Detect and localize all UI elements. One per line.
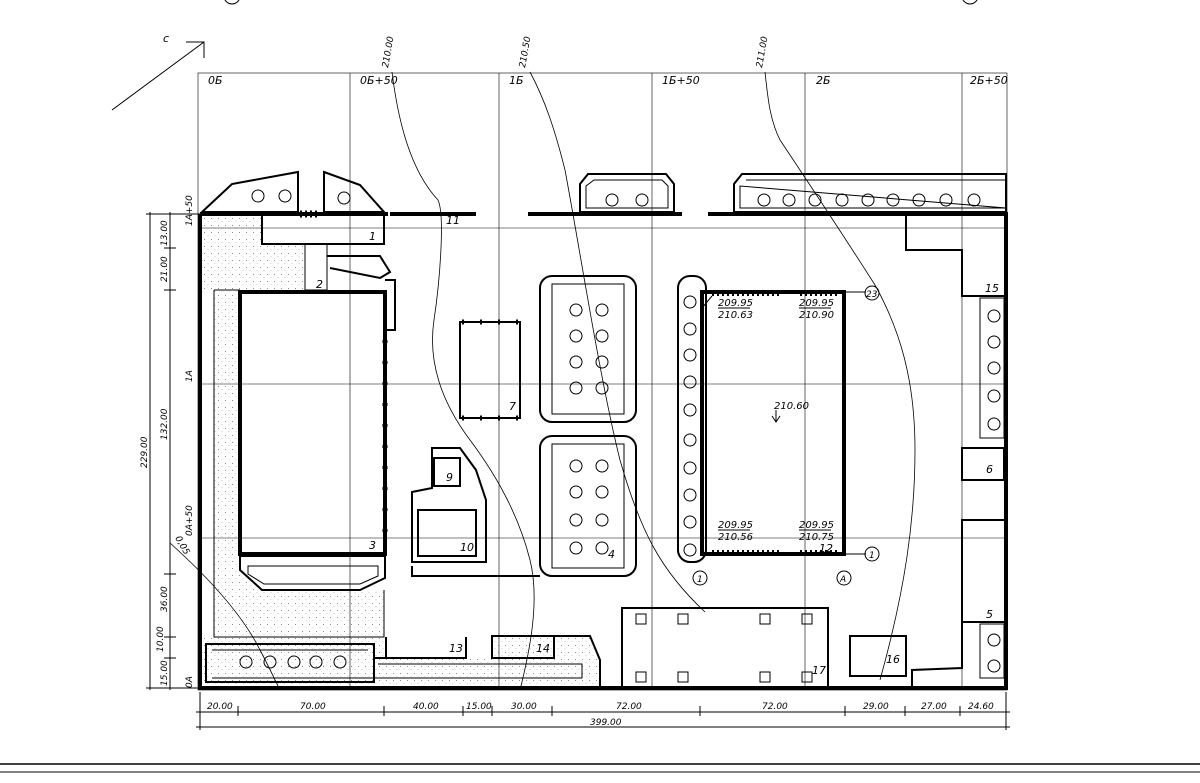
- dimension-label: 70.00: [300, 702, 326, 712]
- grid-row-label: 1А: [185, 370, 195, 382]
- elevation-design: 209.95: [799, 298, 834, 309]
- elevation-existing: 210.75: [799, 532, 834, 543]
- object-number: 7: [509, 400, 516, 413]
- object-number: 4: [608, 548, 615, 561]
- contour-label: 211.00: [755, 36, 770, 69]
- dimension-label: 24.60: [968, 702, 994, 712]
- grid-col-label: 2Б: [816, 74, 831, 87]
- elevation-design: 209.95: [799, 520, 834, 531]
- object-number: 17: [812, 664, 826, 677]
- object-numbers: 1 2 3 4 5 6 7 9 10 11 12 13 14 15 16 17: [316, 214, 999, 677]
- object-number: 5: [986, 608, 993, 621]
- planter-center-upper: [539, 275, 637, 423]
- grid-row-labels: 1А+50 1А 0А+50 0А: [185, 195, 195, 688]
- dimension-label: 10.00: [156, 626, 166, 652]
- planter-center-lower: [539, 435, 637, 577]
- grid-row-label: 0А: [185, 676, 195, 688]
- dimension-label: 20.00: [207, 702, 233, 712]
- contour-label: 210.50: [518, 36, 533, 69]
- grid-column-labels: 0Б 0Б+50 1Б 1Б+50 2Б 2Б+50: [208, 74, 1008, 87]
- grid-row-label: 1А+50: [185, 195, 195, 226]
- planter-top-left: [199, 170, 387, 213]
- object-number: 14: [536, 642, 550, 655]
- dimension-label: 36.00: [160, 586, 170, 612]
- grid-col-label: 1Б+50: [662, 74, 700, 87]
- marker-label: 1: [869, 551, 875, 561]
- elevation-existing: 210.90: [799, 310, 834, 321]
- fence-ticks: [300, 210, 520, 540]
- object-number: 11: [446, 214, 460, 227]
- grid-col-label: 0Б: [208, 74, 223, 87]
- object-number: 6: [986, 463, 993, 476]
- object-number: 12: [819, 542, 833, 555]
- object-number: 15: [985, 282, 999, 295]
- object-number: 10: [460, 541, 474, 554]
- marker-label: A: [839, 575, 846, 585]
- elevation-center: 210.60: [774, 401, 809, 412]
- kiosk-9-10: [411, 447, 540, 577]
- dimension-label: 132.00: [160, 408, 170, 440]
- dimension-label: 30.00: [511, 702, 537, 712]
- axis-marker-top-left: [224, 0, 240, 5]
- main-building-left: [213, 214, 396, 638]
- dimension-label: 72.00: [762, 702, 788, 712]
- dimension-label: 13.00: [160, 220, 170, 246]
- bottom-dimensions: 20.00 70.00 40.00 15.00 30.00 72.00 72.0…: [196, 692, 1010, 730]
- dimension-label: 15.00: [466, 702, 492, 712]
- object-number: 1: [369, 230, 376, 243]
- grid-col-label: 2Б+50: [970, 74, 1008, 87]
- grid-row-label: 0А+50: [185, 505, 195, 536]
- dimension-total: 229.00: [140, 436, 150, 468]
- pavilion-7: [459, 321, 521, 419]
- dimension-label: 27.00: [921, 702, 947, 712]
- north-label: с: [163, 32, 169, 45]
- left-dimensions: 13.00 21.00 132.00 36.00 10.00 15.00 229…: [140, 212, 200, 690]
- planter-top-center: [579, 173, 675, 213]
- dimension-label: 15.00: [160, 660, 170, 686]
- elevation-design: 209.95: [718, 520, 753, 531]
- marker-label: 23: [866, 290, 878, 300]
- elevation-design: 209.95: [718, 298, 753, 309]
- elevation-existing: 210.63: [718, 310, 753, 321]
- contour-lines: 210.00 210.50 211.00 0,05: [169, 36, 916, 691]
- axis-marker-top-right: [962, 0, 978, 5]
- planter-strip-vertical: [677, 275, 707, 563]
- diagonal-label: 0,05: [172, 535, 191, 558]
- dimension-label: 29.00: [863, 702, 889, 712]
- planter-top-right: [733, 173, 1007, 213]
- grid-col-label: 0Б+50: [360, 74, 398, 87]
- dimension-total: 399.00: [590, 718, 622, 728]
- dimension-label: 72.00: [616, 702, 642, 712]
- north-arrow: с: [111, 32, 205, 111]
- object-number: 13: [449, 642, 463, 655]
- central-square: [700, 290, 866, 556]
- object-number: 9: [446, 471, 453, 484]
- contour-label: 210.00: [381, 36, 396, 69]
- elevation-existing: 210.56: [718, 532, 753, 543]
- bottom-structures: [205, 607, 829, 689]
- object-number: 16: [886, 653, 900, 666]
- elevation-marks: 209.95 210.63 209.95 210.90 209.95 210.5…: [718, 298, 834, 543]
- marker-label: 1: [697, 575, 703, 585]
- dimension-label: 21.00: [160, 256, 170, 282]
- object-number: 3: [369, 539, 376, 552]
- right-side-structures: [849, 214, 1005, 688]
- grid-col-label: 1Б: [509, 74, 524, 87]
- callout-markers: 23 1 1 A: [692, 285, 880, 586]
- object-number: 2: [316, 278, 323, 291]
- dimension-label: 40.00: [413, 702, 439, 712]
